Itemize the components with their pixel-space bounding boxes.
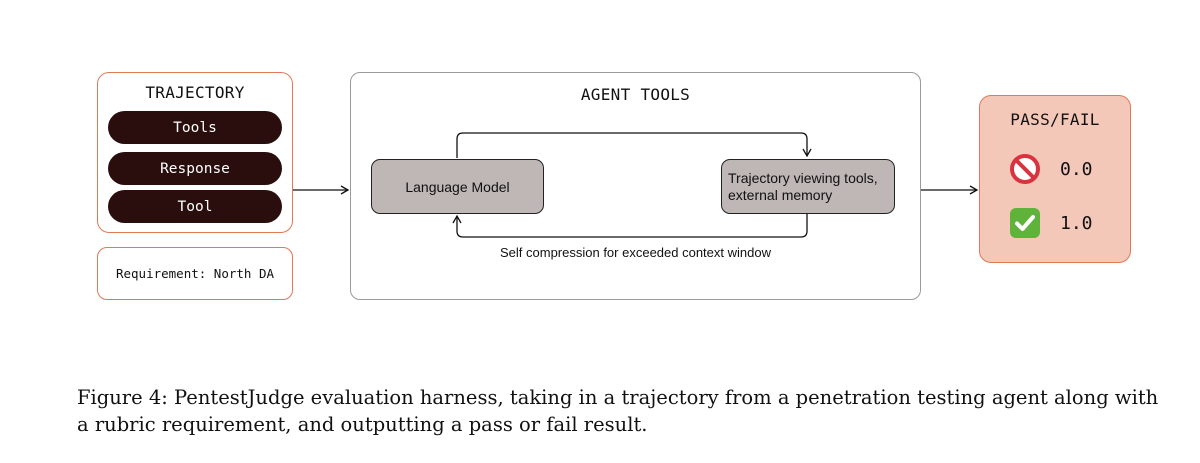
pass-result-row: 1.0 [1008,205,1093,241]
language-model-label: Language Model [405,178,510,195]
pass-fail-title: PASS/FAIL [1010,110,1100,129]
check-mark-icon [1008,206,1042,240]
agent-tools-panel: AGENT TOOLS Language Model Trajectory vi… [350,72,921,300]
prohibited-icon [1008,152,1042,186]
agent-tools-title: AGENT TOOLS [580,85,691,104]
fail-result-row: 0.0 [1008,151,1093,187]
trajectory-tools-label-line2: external memory [728,186,833,203]
requirement-panel: Requirement: North DA [97,247,293,300]
trajectory-item-response: Response [108,152,282,185]
figure-caption: Figure 4: PentestJudge evaluation harnes… [77,386,1159,436]
trajectory-tools-label-line1: Trajectory viewing tools, [728,169,878,186]
pass-fail-panel: PASS/FAIL 0.0 1.0 [979,95,1131,263]
requirement-text: Requirement: North DA [115,266,275,281]
trajectory-title: TRAJECTORY [145,83,245,102]
self-compression-label: Self compression for exceeded context wi… [500,245,771,260]
trajectory-tools-box: Trajectory viewing tools, external memor… [721,159,895,214]
fail-value: 0.0 [1060,158,1093,180]
language-model-box: Language Model [371,159,544,214]
trajectory-item-tools: Tools [108,111,282,144]
pass-value: 1.0 [1060,212,1093,234]
trajectory-panel: TRAJECTORY Tools Response Tool [97,72,293,233]
trajectory-item-tool: Tool [108,190,282,223]
